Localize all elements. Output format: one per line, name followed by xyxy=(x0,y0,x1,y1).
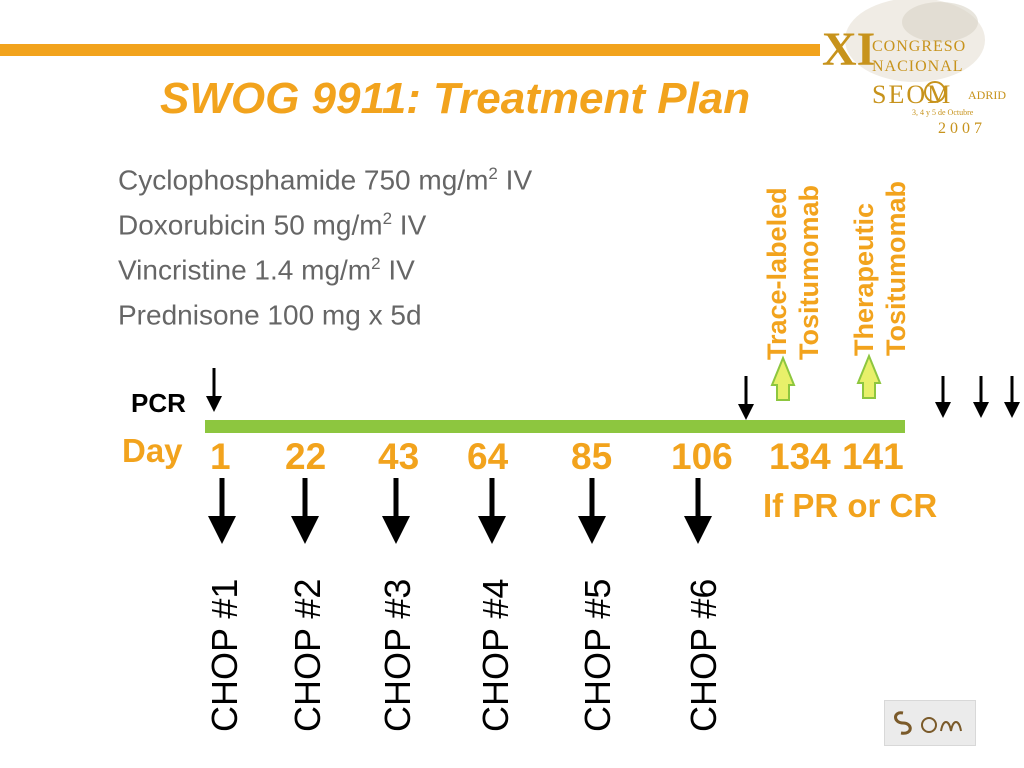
regimen-item-vincristine: Vincristine 1.4 mg/m2 IV xyxy=(118,254,415,286)
pcr-arrow-pre-antibody xyxy=(738,376,754,420)
chop4-arrow xyxy=(478,478,506,544)
day-141: 141 xyxy=(842,436,904,477)
day-134: 134 xyxy=(769,436,831,477)
congress-line2: NACIONAL xyxy=(872,58,964,75)
chop1-arrow xyxy=(208,478,236,544)
regimen-item-cyclophosphamide: Cyclophosphamide 750 mg/m2 IV xyxy=(118,164,533,196)
congress-year: 2007 xyxy=(938,120,986,137)
chop5-arrow xyxy=(578,478,606,544)
congress-org: SEOM xyxy=(872,80,953,109)
seom-logo xyxy=(884,700,976,746)
chop-cycle-2: CHOP #2 xyxy=(287,578,328,732)
day-43: 43 xyxy=(378,436,420,477)
pcr-arrow-followup-3 xyxy=(1004,376,1020,418)
chop-cycle-6: CHOP #6 xyxy=(683,578,724,732)
trace-tositumomab-arrow xyxy=(770,355,796,401)
chop3-arrow xyxy=(382,478,410,544)
day-85: 85 xyxy=(571,436,613,477)
chop-cycle-5: CHOP #5 xyxy=(577,578,618,732)
seom-logo-mark xyxy=(894,711,962,735)
header-rule xyxy=(0,44,820,56)
regimen-item-prednisone: Prednisone 100 mg x 5d xyxy=(118,299,422,331)
pcr-arrow-followup-1 xyxy=(935,376,951,418)
pcr-arrow-day1 xyxy=(206,368,222,412)
therapeutic-tositumomab-arrow xyxy=(856,353,882,399)
day-1: 1 xyxy=(210,436,231,477)
chop2-arrow xyxy=(291,478,319,544)
timeline-bar xyxy=(205,420,905,433)
congress-city: ADRID xyxy=(968,88,1006,102)
pcr-arrow-followup-2 xyxy=(973,376,989,418)
chop-cycle-3: CHOP #3 xyxy=(377,578,418,732)
day-106: 106 xyxy=(671,436,733,477)
day-label: Day xyxy=(122,432,183,469)
chop-cycle-4: CHOP #4 xyxy=(475,578,516,732)
congress-line1: CONGRESO xyxy=(872,38,967,55)
congress-numeral: XI xyxy=(822,23,876,76)
congress-logo-art xyxy=(845,0,985,103)
day-22: 22 xyxy=(285,436,327,477)
slide-title: SWOG 9911: Treatment Plan xyxy=(160,74,751,123)
day-64: 64 xyxy=(467,436,509,477)
congress-logo: XI CONGRESO NACIONAL SEOM ADRID 3, 4 y 5… xyxy=(800,0,1024,150)
congress-dates: 3, 4 y 5 de Octubre xyxy=(912,108,974,117)
pcr-label: PCR xyxy=(131,388,186,418)
chop-cycle-1: CHOP #1 xyxy=(204,578,245,732)
regimen-item-doxorubicin: Doxorubicin 50 mg/m2 IV xyxy=(118,209,427,241)
response-condition-label: If PR or CR xyxy=(763,487,938,524)
chop6-arrow xyxy=(684,478,712,544)
